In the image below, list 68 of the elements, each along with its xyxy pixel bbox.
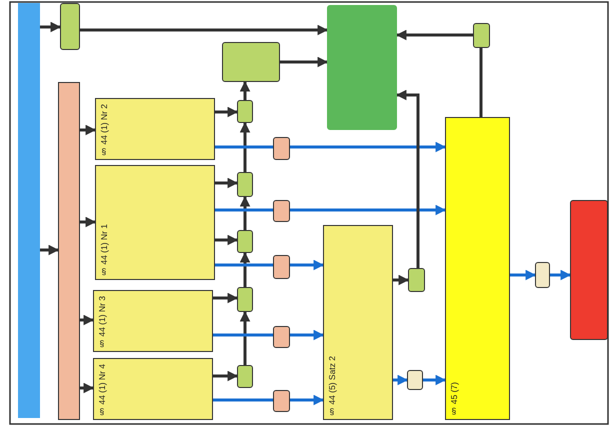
arrow	[393, 274, 410, 286]
arrow	[240, 196, 250, 230]
arrow	[40, 22, 62, 32]
small-box	[273, 200, 290, 222]
section-heading: § 44 (1) Nr 2	[99, 104, 109, 157]
small-box	[273, 255, 290, 279]
vertical-bar	[58, 82, 80, 420]
connector-line	[480, 48, 482, 117]
connector-line	[215, 264, 273, 266]
small-box	[273, 390, 290, 412]
small-box	[237, 172, 253, 197]
arrow	[240, 80, 250, 100]
result-box	[327, 5, 397, 130]
arrow	[80, 124, 96, 136]
connector-line	[213, 398, 273, 402]
arrow	[80, 216, 96, 228]
small-box	[408, 268, 425, 292]
arrow	[290, 204, 446, 216]
arrow	[240, 252, 250, 287]
process-box	[323, 225, 393, 420]
arrow	[80, 24, 328, 36]
section-heading: § 44 (1) Nr 1	[99, 224, 109, 277]
arrow	[213, 370, 238, 382]
small-box	[535, 262, 550, 288]
arrow	[215, 234, 238, 246]
arrow	[240, 122, 250, 172]
small-box	[237, 287, 253, 312]
arrow	[240, 310, 250, 365]
section-heading: § 44 (1) Nr 3	[97, 296, 107, 349]
arrow	[290, 142, 446, 152]
connector-line	[213, 334, 273, 336]
arrow	[396, 30, 473, 40]
process-box	[445, 117, 510, 420]
vertical-bar	[18, 3, 40, 418]
arrow	[40, 244, 60, 256]
arrow	[290, 330, 324, 340]
arrow	[393, 374, 408, 386]
section-heading: § 45 (7)	[449, 382, 459, 417]
arrow	[80, 314, 94, 326]
arrow	[290, 394, 324, 406]
arrow	[510, 270, 536, 280]
small-box	[237, 230, 253, 253]
connector-line	[215, 146, 273, 148]
process-box	[95, 165, 215, 280]
small-box	[273, 326, 290, 348]
section-heading: § 44 (1) Nr 4	[97, 364, 107, 417]
small-box	[237, 100, 253, 123]
arrow	[423, 374, 446, 386]
section-heading: § 44 (5) Satz 2	[327, 356, 337, 417]
process-box	[93, 358, 213, 420]
process-box	[93, 290, 213, 352]
arrow	[280, 56, 328, 68]
small-box	[60, 3, 80, 50]
small-box	[222, 42, 280, 82]
arrow	[396, 90, 420, 268]
connector-line	[215, 208, 273, 212]
arrow	[80, 382, 94, 394]
arrow	[215, 178, 238, 188]
arrow	[213, 292, 238, 304]
arrow	[550, 270, 572, 280]
small-box	[407, 370, 423, 390]
arrow	[290, 260, 324, 270]
small-box	[473, 23, 490, 48]
arrow	[215, 106, 238, 118]
result-box	[570, 200, 608, 340]
process-box	[95, 98, 215, 160]
small-box	[237, 365, 253, 388]
small-box	[273, 137, 290, 160]
